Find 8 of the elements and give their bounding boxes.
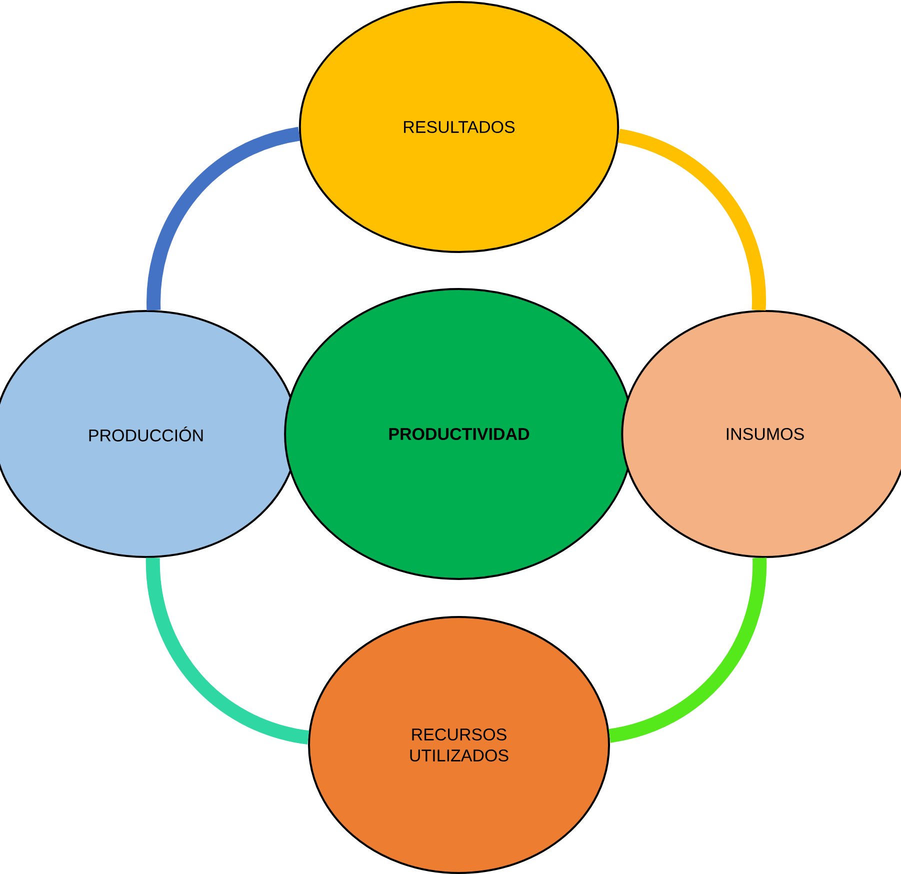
ellipse-node: INSUMOS <box>621 310 901 558</box>
ring-arc <box>146 126 301 310</box>
ellipse-node: PRODUCTIVIDAD <box>284 288 634 580</box>
ring-arc <box>608 558 767 743</box>
ellipse-node: RESULTADOS <box>298 1 620 253</box>
ring-arc <box>146 558 310 744</box>
ring-arc <box>617 128 766 310</box>
ellipse-node: RECURSOS UTILIZADOS <box>308 616 610 874</box>
